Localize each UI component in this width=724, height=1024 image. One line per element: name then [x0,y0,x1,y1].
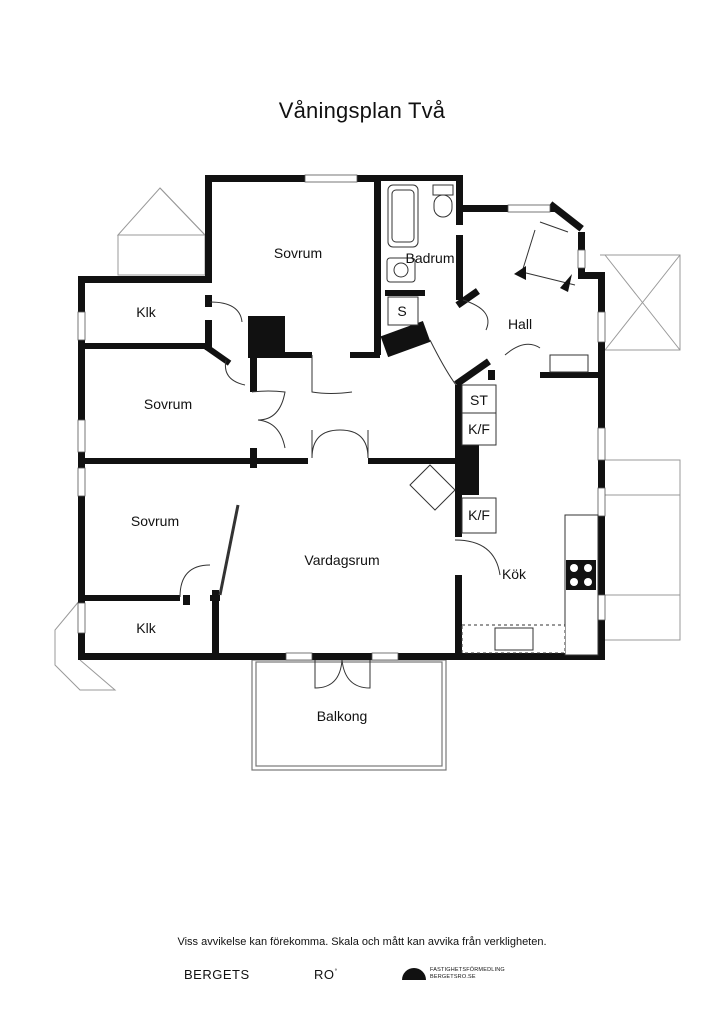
walls [78,175,605,660]
room-label-badrum: Badrum [405,250,454,266]
agency-text: FASTIGHETSFÖRMEDLING BERGETSRO.SE [430,967,505,981]
agency-line-2: BERGETSRO.SE [430,974,476,980]
room-label-balkong: Balkong [317,708,368,724]
windows [77,174,606,661]
stair-arrows [514,266,572,292]
plan-title: Våningsplan Två [278,98,446,123]
fixture-label-s: S [397,303,406,319]
room-label-hall: Hall [508,316,532,332]
dome-icon [402,968,426,980]
disclaimer-text: Viss avvikelse kan förekomma. Skala och … [177,936,547,948]
room-label-kok: Kök [502,566,527,582]
fixture-label-kf-bottom: K/F [468,507,490,523]
room-label-sovrum-mid: Sovrum [144,396,192,412]
room-label-sovrum-top: Sovrum [274,245,322,261]
room-label-klk-top: Klk [136,304,156,320]
stove-icon [566,560,596,590]
room-label-sovrum-low: Sovrum [131,513,179,529]
brand-logo-right-text: RO [314,967,335,982]
brand-logo-right: RO° [314,967,338,982]
agency-line-1: FASTIGHETSFÖRMEDLING [430,967,505,973]
room-label-klk-bottom: Klk [136,620,156,636]
door-swings [179,221,576,689]
fixture-label-kf-top: K/F [468,421,490,437]
fixture-label-st: ST [470,392,488,408]
bathroom-fixtures [386,184,454,326]
room-label-vardagsrum: Vardagsrum [304,552,379,568]
brand-logo-left: BERGETS [184,967,250,982]
